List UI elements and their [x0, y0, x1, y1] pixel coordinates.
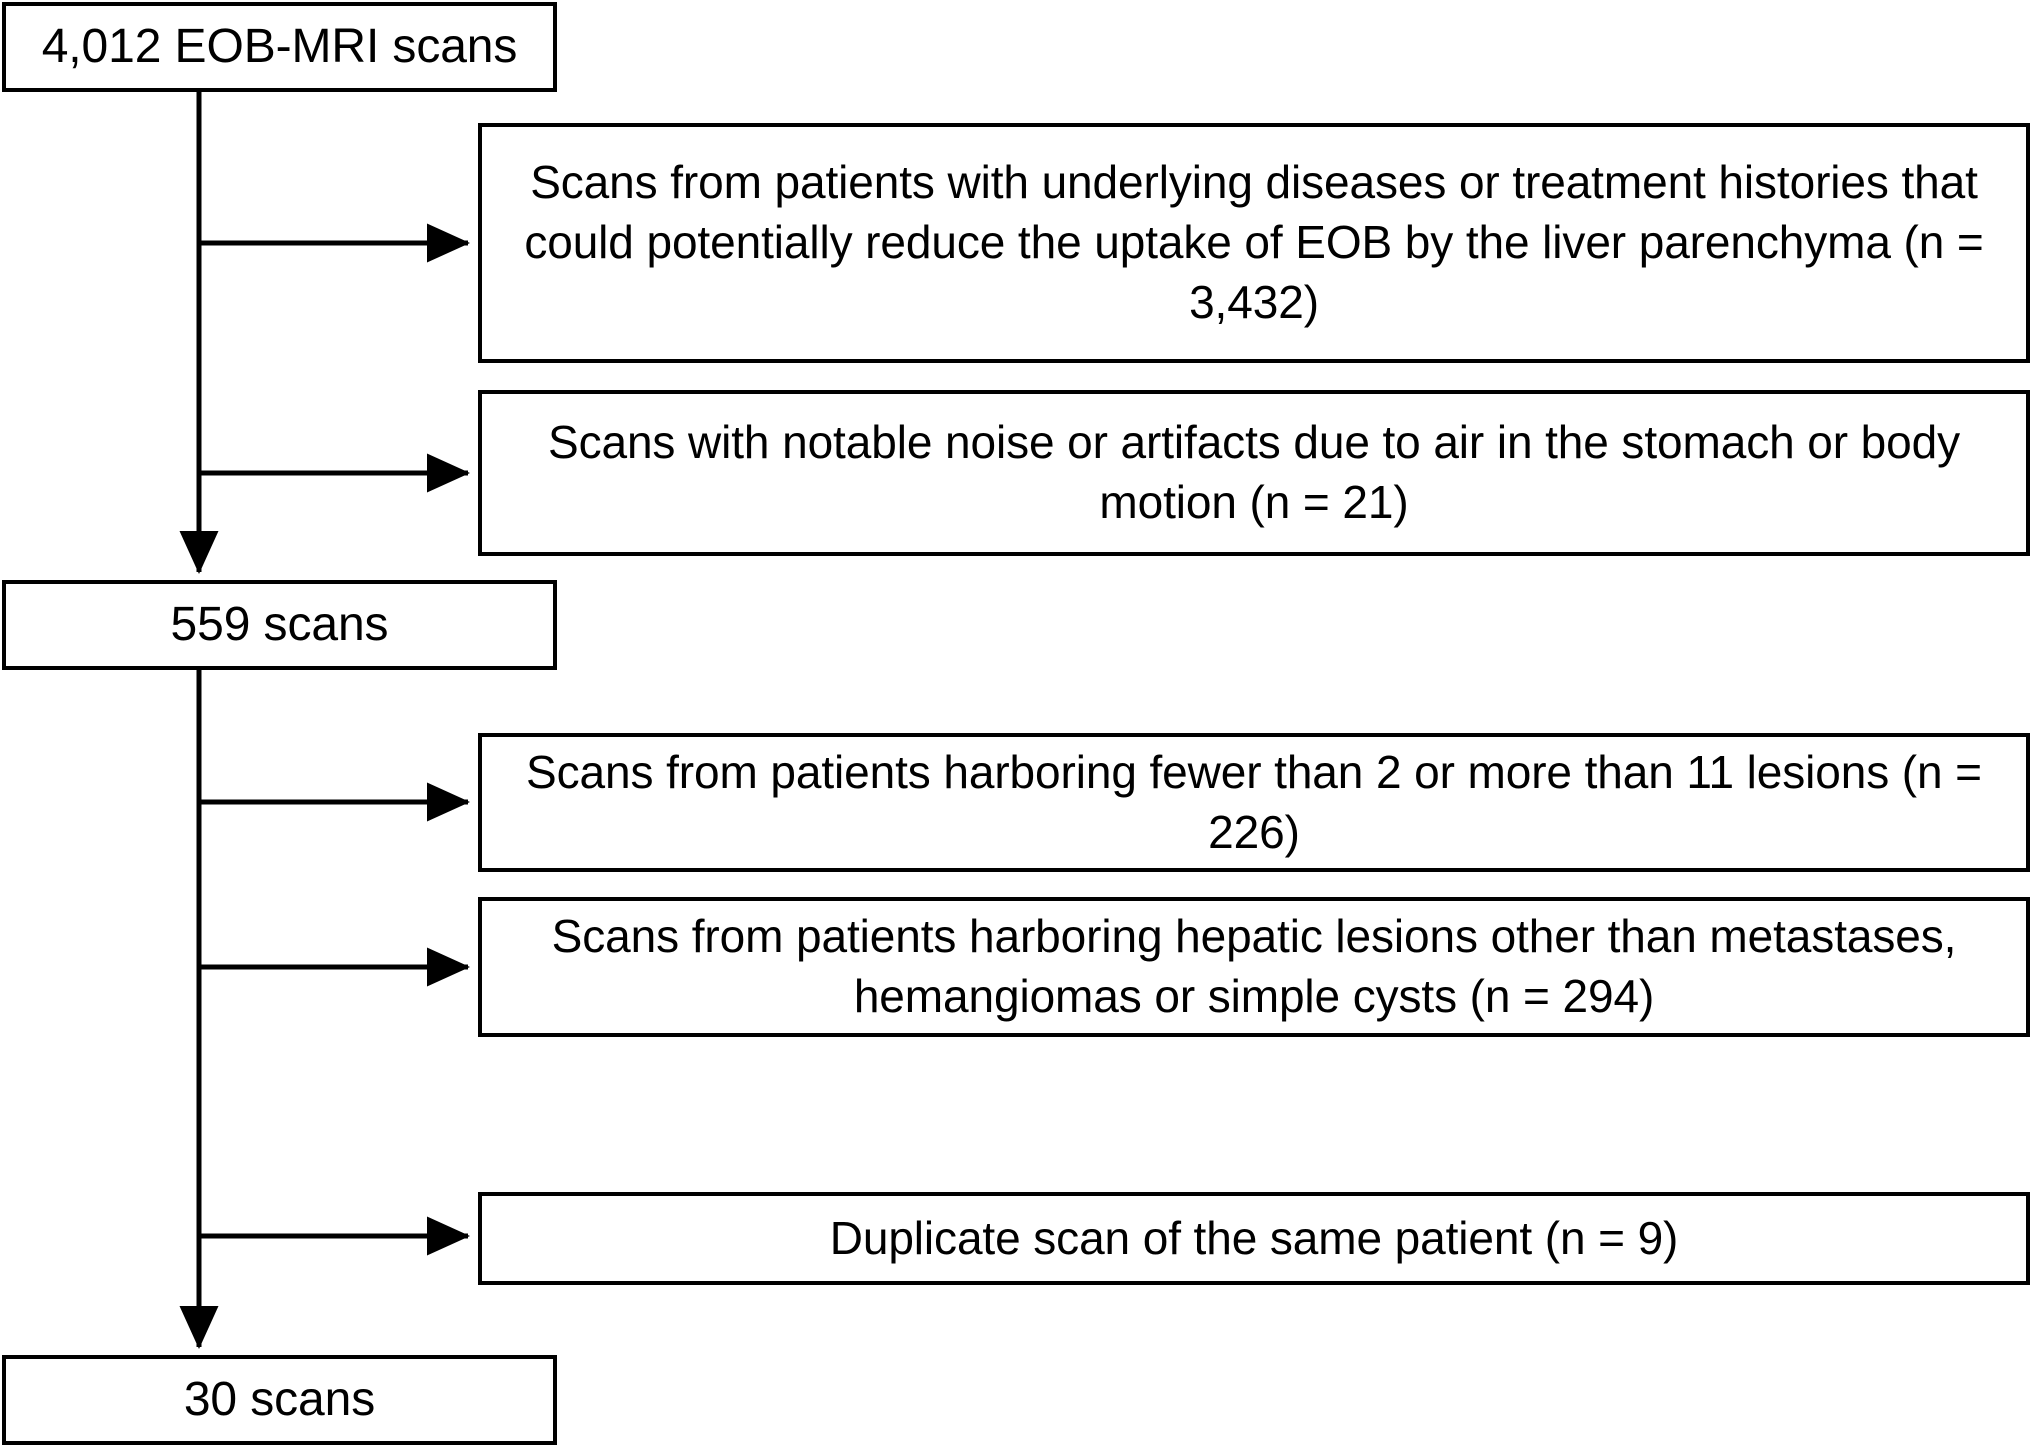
node-exclusion-3: Scans from patients harboring fewer than…	[478, 733, 2030, 872]
node-exclusion-4: Scans from patients harboring hepatic le…	[478, 897, 2030, 1037]
node-start-label: 4,012 EOB-MRI scans	[41, 19, 518, 73]
node-intermediate-label: 559 scans	[170, 597, 389, 651]
node-exclusion-2-label: Scans with notable noise or artifacts du…	[547, 416, 1973, 528]
node-exclusion-3-label: Scans from patients harboring fewer than…	[526, 745, 1995, 858]
node-exclusion-2: Scans with notable noise or artifacts du…	[478, 390, 2030, 556]
node-exclusion-5-label: Duplicate scan of the same patient (n = …	[829, 1211, 1679, 1264]
node-final-cohort: 30 scans	[2, 1355, 557, 1445]
node-intermediate-cohort: 559 scans	[2, 580, 557, 670]
node-start-cohort: 4,012 EOB-MRI scans	[2, 2, 557, 92]
node-exclusion-5: Duplicate scan of the same patient (n = …	[478, 1192, 2030, 1285]
node-exclusion-1-label: Scans from patients with underlying dise…	[524, 156, 1997, 328]
node-exclusion-1: Scans from patients with underlying dise…	[478, 123, 2030, 363]
node-final-label: 30 scans	[183, 1372, 376, 1426]
node-exclusion-4-label: Scans from patients harboring hepatic le…	[551, 910, 1970, 1022]
